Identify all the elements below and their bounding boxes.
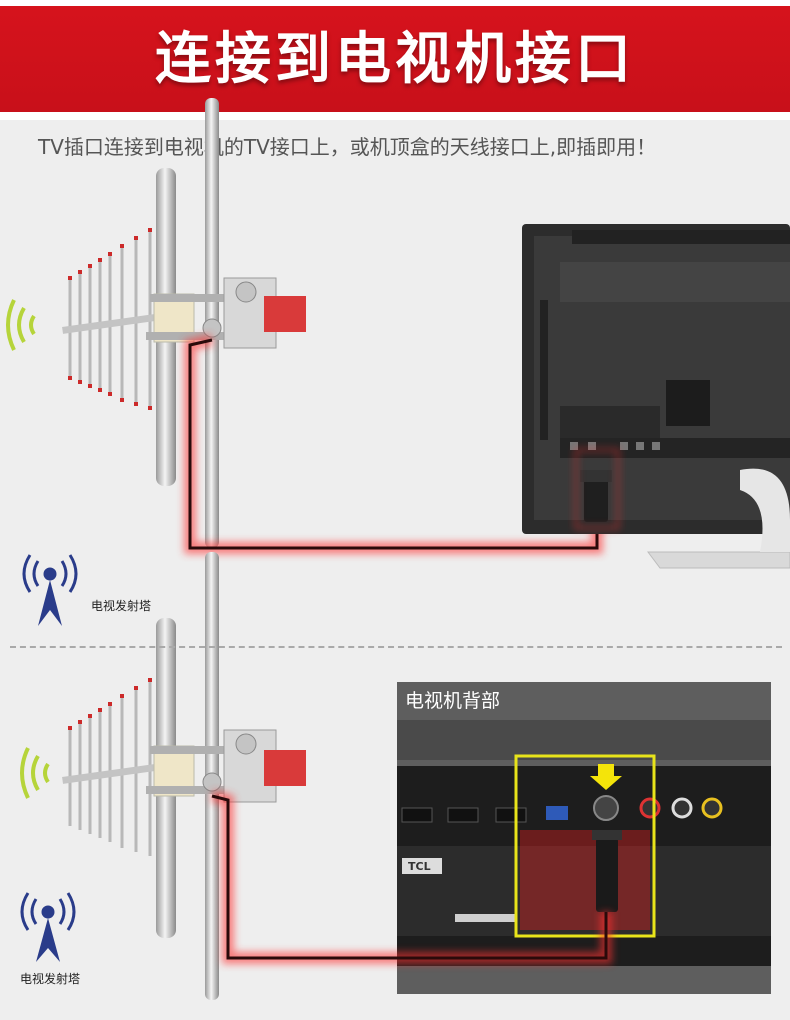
tower-label: 电视发射塔 xyxy=(20,972,81,986)
tower-label: 电视发射塔 xyxy=(91,599,152,613)
top-antenna xyxy=(62,98,306,548)
banner-title: 连接到电视机接口 xyxy=(155,27,635,92)
tower-icon xyxy=(22,554,78,626)
tv-plug-top xyxy=(574,448,620,530)
brand-label: TCL xyxy=(408,860,431,873)
tv-back-panel xyxy=(522,224,790,569)
tower-icon xyxy=(20,892,76,962)
signal-wave-icon xyxy=(20,747,50,799)
instruction-text: TV插口连接到电视机的TV接口上，或机顶盒的天线接口上,即插即用！ xyxy=(38,135,657,159)
top-cable xyxy=(184,334,603,554)
signal-wave-icon xyxy=(6,299,36,351)
panel-label: 电视机背部 xyxy=(405,690,501,712)
title-banner: 连接到电视机接口 xyxy=(0,0,790,120)
section-divider xyxy=(10,646,782,648)
bottom-antenna xyxy=(62,552,306,1000)
bottom-cable xyxy=(210,790,612,964)
tv-rear-photo xyxy=(397,682,771,994)
